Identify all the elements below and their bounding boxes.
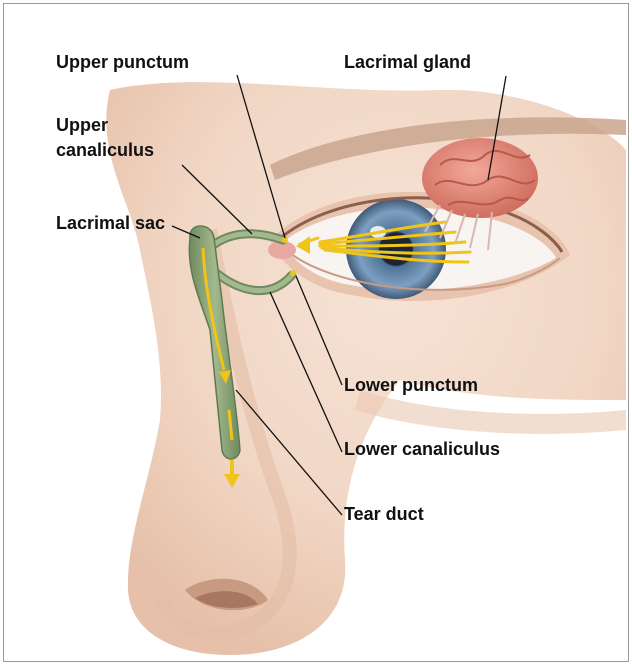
- label-upper-punctum: Upper punctum: [56, 51, 189, 73]
- label-tear-duct: Tear duct: [344, 503, 424, 525]
- label-upper-canaliculus-line2: canaliculus: [56, 139, 154, 161]
- label-lacrimal-gland: Lacrimal gland: [344, 51, 471, 73]
- label-lacrimal-sac: Lacrimal sac: [56, 212, 165, 234]
- label-lower-punctum: Lower punctum: [344, 374, 478, 396]
- label-upper-canaliculus-line1: Upper: [56, 114, 108, 136]
- label-lower-canaliculus: Lower canaliculus: [344, 438, 500, 460]
